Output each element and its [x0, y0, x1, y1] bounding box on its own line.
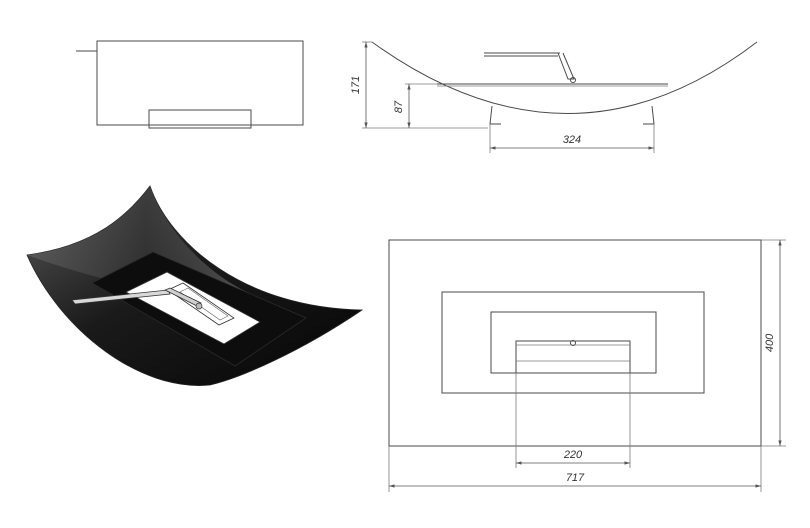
iso-handle-lever: [164, 287, 202, 307]
iso-sheet-upper-face: [27, 186, 265, 300]
iso-lever-pivot: [195, 302, 203, 310]
iso-handle: [71, 289, 171, 305]
dim-label-324: 324: [563, 134, 581, 146]
dim-label-400: 400: [764, 333, 776, 352]
iso-burner-slot-inner: [179, 287, 229, 321]
front-view-body: [96, 40, 304, 126]
iso-burner-opening: [125, 271, 261, 345]
top-view-lever-pivot: [570, 340, 576, 346]
dim-label-717: 717: [566, 472, 585, 484]
top-view-tray: [441, 291, 705, 394]
dim-label-171: 171: [350, 76, 362, 94]
top-view: 220 717 400: [388, 239, 786, 492]
dim-label-220: 220: [563, 449, 583, 461]
dim-label-87: 87: [393, 100, 405, 113]
side-view-lever-pivot: [570, 77, 576, 83]
side-view: 171 87 324: [350, 41, 758, 153]
side-view-handle-lever: [557, 52, 575, 80]
front-view: [76, 40, 304, 129]
side-view-foot-left: [489, 105, 501, 125]
front-view-burner: [148, 109, 252, 129]
side-view-curved-sheet: [371, 41, 758, 114]
top-view-outer: [388, 239, 762, 447]
iso-burner-slot: [167, 282, 235, 326]
side-view-foot-right: [643, 105, 655, 125]
isometric-view: [26, 185, 364, 386]
